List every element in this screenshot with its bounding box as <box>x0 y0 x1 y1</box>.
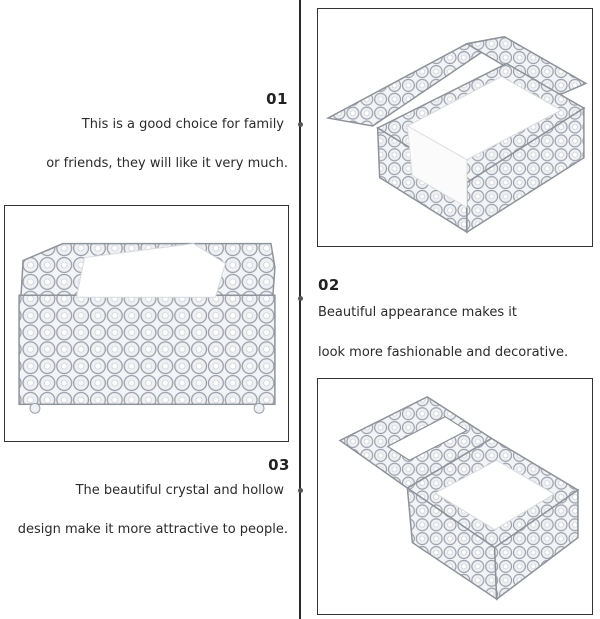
lid-open-illustration <box>325 35 588 234</box>
front-view-illustration <box>18 242 276 414</box>
step-number-01: 01 <box>266 90 288 108</box>
timeline-divider <box>299 0 301 619</box>
timeline-dot-3 <box>298 488 303 493</box>
angled-view-illustration <box>338 395 580 601</box>
step-02-caption-line-2: look more fashionable and decorative. <box>318 345 569 360</box>
crystal-tissue-box-front-photo <box>4 205 289 442</box>
step-number-02: 02 <box>318 276 340 294</box>
step-02-caption-line-1: Beautiful appearance makes it <box>318 305 517 320</box>
timeline-dot-1 <box>298 122 303 127</box>
step-01-caption-line-1: This is a good choice for family <box>81 117 284 132</box>
crystal-tissue-box-lid-open-photo <box>317 8 593 247</box>
timeline-dot-2 <box>298 296 303 301</box>
step-01-caption-line-2: or friends, they will like it very much. <box>46 156 288 171</box>
crystal-tissue-box-angled-photo <box>317 378 593 615</box>
step-number-03: 03 <box>268 456 290 474</box>
step-03-caption-line-2: design make it more attractive to people… <box>17 522 288 537</box>
step-03-caption-line-1: The beautiful crystal and hollow <box>75 483 284 498</box>
